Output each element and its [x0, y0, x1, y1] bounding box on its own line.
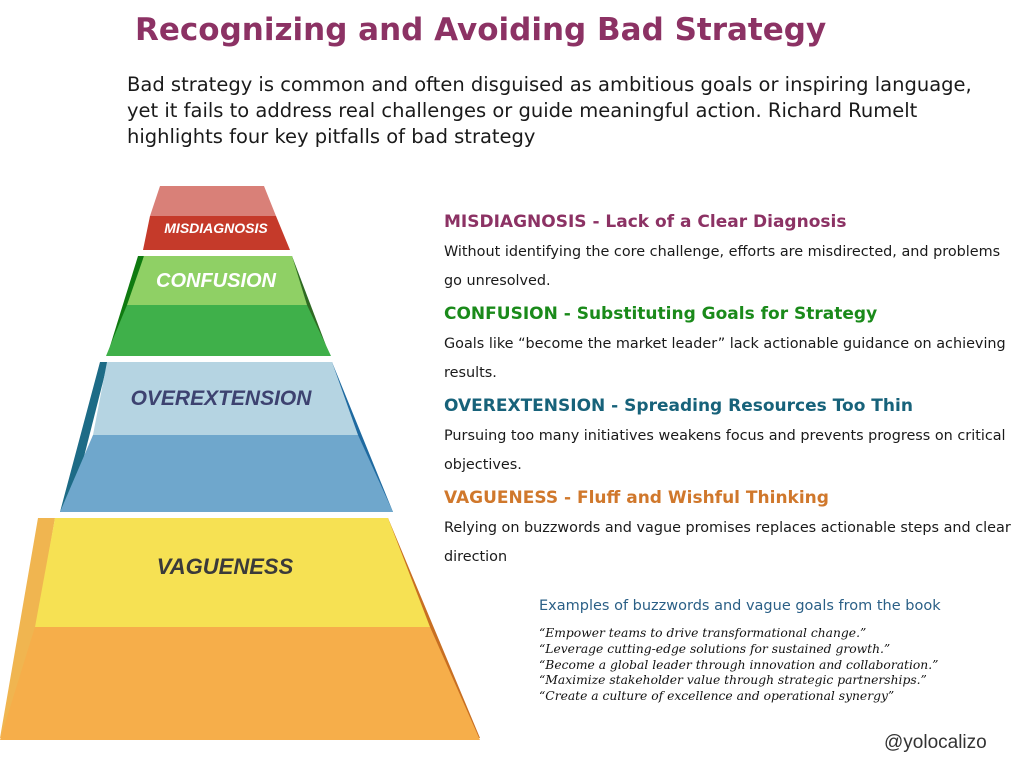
pitfall-heading-confusion: CONFUSION - Substituting Goals for Strat…	[444, 304, 878, 324]
example-item: “Empower teams to drive transformational…	[539, 626, 867, 640]
example-item: “Create a culture of excellence and oper…	[539, 689, 895, 704]
author-handle: @yolocalizo	[884, 732, 987, 753]
pyramid-label-vagueness: VAGUENESS	[157, 554, 294, 579]
pitfall-vagueness: VAGUENESS - Fluff and Wishful Thinking R…	[444, 486, 1014, 572]
example-item: “Leverage cutting-edge solutions for sus…	[539, 641, 891, 656]
examples-list: “Empower teams to drive transformational…	[539, 626, 1014, 705]
pitfall-heading-overextension: OVEREXTENSION - Spreading Resources Too …	[444, 396, 913, 416]
pitfall-overextension: OVEREXTENSION - Spreading Resources Too …	[444, 394, 1014, 480]
pitfalls-panel: MISDIAGNOSIS - Lack of a Clear Diagnosis…	[444, 210, 1014, 578]
intro-paragraph: Bad strategy is common and often disguis…	[127, 73, 972, 148]
pyramid-diagram: VAGUENESS OVEREXTENSION CONFUSION MISDIA…	[0, 186, 480, 740]
pyramid-tier-confusion: CONFUSION	[106, 256, 331, 356]
pyramid-tier-misdiagnosis: MISDIAGNOSIS	[143, 186, 290, 250]
example-item: “Maximize stakeholder value through stra…	[539, 673, 927, 688]
pitfall-text-confusion: Goals like “become the market leader” la…	[444, 336, 1006, 381]
pitfall-text-vagueness: Relying on buzzwords and vague promises …	[444, 520, 1011, 565]
pitfall-misdiagnosis: MISDIAGNOSIS - Lack of a Clear Diagnosis…	[444, 210, 1014, 296]
pitfall-heading-vagueness: VAGUENESS - Fluff and Wishful Thinking	[444, 488, 829, 508]
pyramid-label-overextension: OVEREXTENSION	[131, 387, 313, 410]
example-item: “Become a global leader through innovati…	[539, 657, 939, 672]
examples-section: Examples of buzzwords and vague goals fr…	[539, 598, 1014, 705]
pitfall-text-misdiagnosis: Without identifying the core challenge, …	[444, 244, 1001, 289]
pitfall-heading-misdiagnosis: MISDIAGNOSIS - Lack of a Clear Diagnosis	[444, 212, 847, 232]
pyramid-tier-overextension: OVEREXTENSION	[60, 362, 393, 512]
pitfall-text-overextension: Pursuing too many initiatives weakens fo…	[444, 428, 1006, 473]
pyramid-label-misdiagnosis: MISDIAGNOSIS	[164, 220, 268, 236]
examples-heading: Examples of buzzwords and vague goals fr…	[539, 598, 941, 614]
pitfall-confusion: CONFUSION - Substituting Goals for Strat…	[444, 302, 1014, 388]
page-title: Recognizing and Avoiding Bad Strategy	[135, 12, 827, 48]
pyramid-tier-vagueness: VAGUENESS	[0, 518, 480, 740]
pyramid-label-confusion: CONFUSION	[156, 270, 277, 292]
